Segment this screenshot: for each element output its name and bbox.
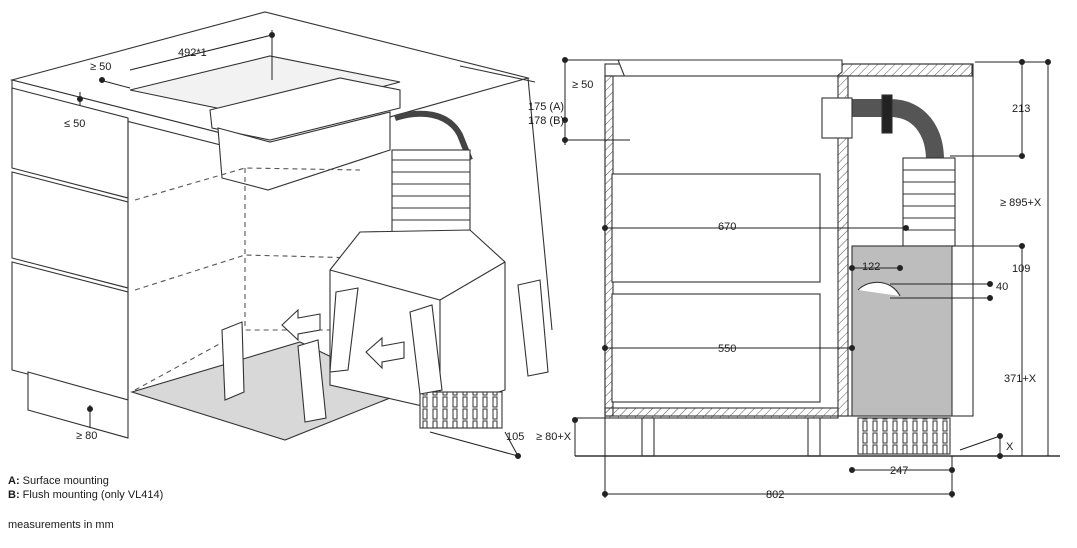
hob-body (217, 111, 391, 191)
legend-a: A: Surface mounting (8, 474, 109, 488)
legend-b-key: B: (8, 489, 20, 501)
flap-4 (409, 304, 443, 395)
dim-top-gap: ≥ 50 (572, 79, 593, 91)
legend-b: B: Flush mounting (only VL414) (8, 488, 163, 502)
dim-width-cutout: 492*1 (178, 47, 207, 59)
hob-unit (209, 77, 401, 141)
airflow-arrow-2 (365, 336, 405, 370)
flap-2 (297, 339, 327, 423)
right-dimension-lines (562, 57, 1051, 498)
fan-grille (419, 391, 503, 429)
airflow-arrow-1 (281, 308, 321, 342)
dim-offset-122: 122 (862, 261, 880, 273)
right-section-view (575, 59, 1060, 457)
dim-drawer-lower: 550 (718, 343, 736, 355)
flex-duct (391, 110, 473, 243)
left-dimension-lines (77, 30, 521, 459)
dim-floor-gap: ≥ 80+X (536, 431, 572, 443)
dim-offset-40: 40 (996, 281, 1008, 293)
flap-1 (221, 321, 245, 401)
dim-lower-height: 371+X (1004, 373, 1037, 385)
bottom-grille (857, 417, 951, 455)
dim-x: X (1006, 441, 1014, 453)
legend-a-key: A: (8, 475, 20, 487)
dim-front-edge: ≤ 50 (64, 118, 85, 130)
flex-section (902, 157, 956, 247)
dim-cabinet-width: 802 (766, 489, 784, 501)
left-isometric-view (9, 11, 553, 441)
dim-drawer-upper: 670 (718, 221, 736, 233)
dim-offset-109: 109 (1012, 263, 1030, 275)
plinth-left (27, 371, 129, 439)
legend-b-text: Flush mounting (only VL414) (22, 489, 164, 501)
dim-pipe-height: 213 (1012, 103, 1030, 115)
dim-top-clearance: ≥ 50 (90, 61, 111, 73)
fan-box (851, 245, 953, 417)
dim-depth-a: 175 (A) (528, 101, 564, 113)
dim-depth-b: 178 (B) (528, 115, 564, 127)
dim-total-height: ≥ 895+X (1000, 197, 1042, 209)
legend-units: measurements in mm (8, 519, 114, 531)
legend-a-text: Surface mounting (22, 475, 109, 487)
dim-module-width: 247 (890, 465, 908, 477)
flap-5 (517, 279, 549, 377)
flap-3 (329, 287, 359, 373)
dim-plinth: 105 (506, 431, 524, 443)
dim-bottom-gap: ≥ 80 (76, 430, 97, 442)
